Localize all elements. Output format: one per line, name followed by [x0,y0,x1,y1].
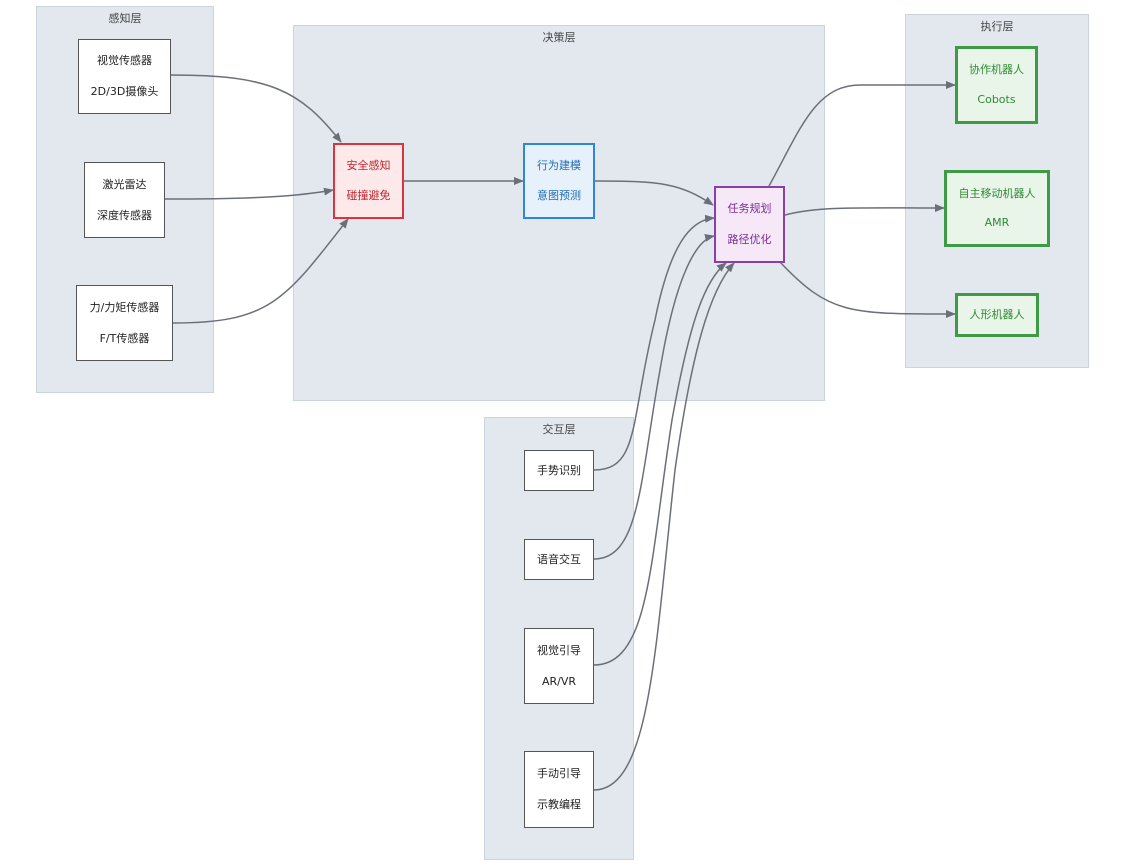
behavior-sublabel: 意图预测 [537,189,581,202]
voice-node[interactable]: 语音交互 [524,539,594,580]
behavior-node[interactable]: 行为建模 意图预测 [523,143,595,219]
force-sensor-node[interactable]: 力/力矩传感器 F/T传感器 [76,285,173,361]
humanoid-label: 人形机器人 [969,308,1025,321]
manual-guide-label: 手动引导 [537,766,581,780]
force-sensor-sublabel: F/T传感器 [99,331,150,345]
edge-planning-to-cobots [768,81,956,187]
perception-layer-title: 感知层 [108,12,142,25]
safety-sublabel: 碰撞避免 [346,189,391,202]
planning-node[interactable]: 任务规划 路径优化 [714,186,785,263]
visual-guide-node[interactable]: 视觉引导 AR/VR [524,628,594,704]
edge-force-sensor-to-safety [172,218,349,324]
safety-label: 安全感知 [346,159,391,172]
vision-sensor-label: 视觉传感器 [97,54,152,68]
execution-layer-title: 执行层 [980,20,1014,33]
edge-planning-to-humanoid [779,261,956,319]
edge-planning-to-amr [784,203,945,216]
edge-lidar-to-safety [164,187,334,200]
visual-guide-label: 视觉引导 [537,643,581,657]
amr-node[interactable]: 自主移动机器人 AMR [944,170,1050,247]
amr-label: 自主移动机器人 [958,186,1036,200]
vision-sensor-sublabel: 2D/3D摄像头 [90,84,159,98]
cobots-sublabel: Cobots [977,93,1016,106]
behavior-label: 行为建模 [537,159,581,172]
voice-label: 语音交互 [537,552,581,566]
planning-sublabel: 路径优化 [727,232,772,246]
lidar-node[interactable]: 激光雷达 深度传感器 [84,162,165,238]
humanoid-node[interactable]: 人形机器人 [955,293,1039,337]
gesture-label: 手势识别 [537,463,581,477]
safety-node[interactable]: 安全感知 碰撞避免 [333,143,404,219]
edge-gesture-to-planning [593,214,715,471]
gesture-node[interactable]: 手势识别 [524,450,594,491]
planning-label: 任务规划 [727,202,772,216]
vision-sensor-node[interactable]: 视觉传感器 2D/3D摄像头 [78,39,171,114]
edge-manual-guide-to-planning [593,262,735,791]
cobots-label: 协作机器人 [969,63,1024,76]
manual-guide-sublabel: 示教编程 [537,798,581,812]
edge-behavior-to-planning [594,180,714,206]
decision-layer-title: 决策层 [542,31,576,44]
cobots-node[interactable]: 协作机器人 Cobots [955,46,1038,124]
edge-visual-guide-to-planning [593,262,727,666]
edge-vision-sensor-to-safety [170,74,342,143]
visual-guide-sublabel: AR/VR [541,674,577,688]
lidar-sublabel: 深度传感器 [97,208,152,222]
manual-guide-node[interactable]: 手动引导 示教编程 [524,751,594,828]
edge-voice-to-planning [593,233,715,560]
interaction-layer-title: 交互层 [542,423,576,436]
amr-sublabel: AMR [984,216,1010,230]
force-sensor-label: 力/力矩传感器 [89,300,160,314]
lidar-label: 激光雷达 [102,177,147,191]
